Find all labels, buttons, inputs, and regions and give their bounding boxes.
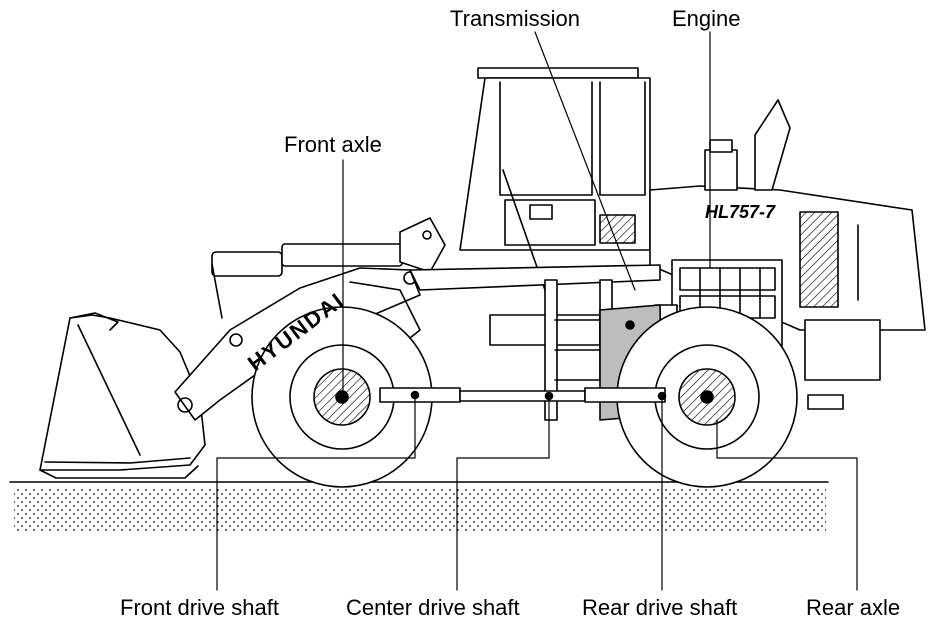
bucket bbox=[39, 312, 206, 479]
label-transmission: Transmission bbox=[450, 6, 580, 31]
label-front-drive-shaft: Front drive shaft bbox=[120, 595, 279, 620]
label-front-axle: Front axle bbox=[284, 132, 382, 157]
label-engine: Engine bbox=[672, 6, 741, 31]
ground bbox=[9, 481, 829, 532]
label-center-drive-shaft: Center drive shaft bbox=[346, 595, 520, 620]
model-decal: HL757-7 bbox=[705, 202, 776, 222]
tilt-linkage bbox=[211, 217, 446, 351]
drive-shafts bbox=[379, 387, 667, 403]
leader-lines bbox=[216, 31, 858, 591]
front-wheel bbox=[251, 306, 433, 488]
label-rear-drive-shaft: Rear drive shaft bbox=[582, 595, 738, 620]
chassis bbox=[409, 264, 881, 421]
label-rear-axle: Rear axle bbox=[806, 595, 901, 620]
